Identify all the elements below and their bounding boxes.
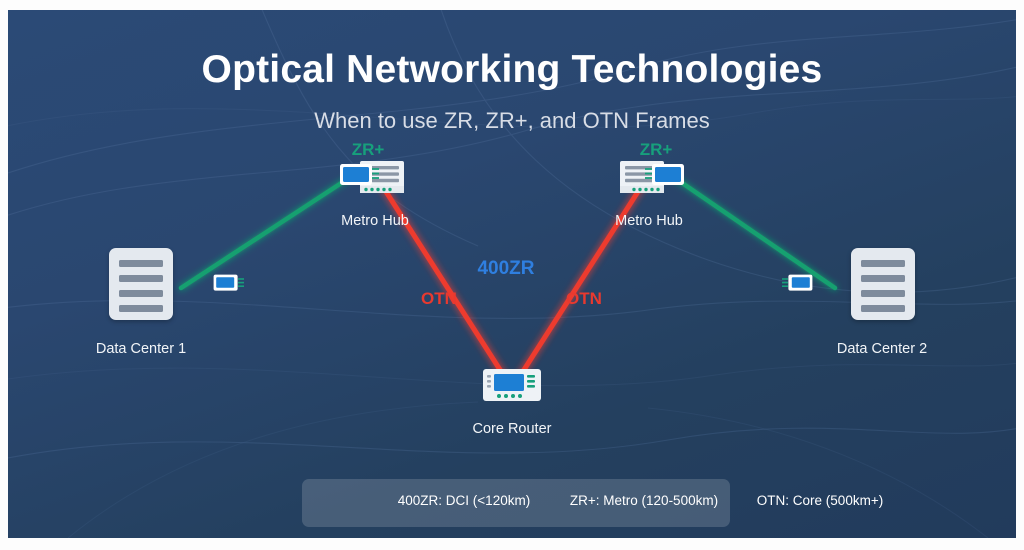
legend-item-otn: OTN: Core (500km+): [756, 493, 884, 508]
page-title: Optical Networking Technologies: [201, 48, 823, 91]
dc-line: [861, 260, 905, 267]
metro-hub-left-label: Metro Hub: [341, 213, 409, 229]
legend-panel: [302, 479, 730, 527]
page-subtitle: When to use ZR, ZR+, and OTN Frames: [314, 108, 710, 133]
link-core-metro-right: [517, 173, 651, 379]
transceiver-icon-left: [213, 274, 244, 291]
data-center-2-label: Data Center 2: [836, 341, 928, 357]
legend-item-zr-plus: ZR+: Metro (120-500km): [569, 493, 719, 508]
link-metro-right-dc2: [669, 173, 838, 291]
link-dc1-metro-left: [178, 173, 355, 291]
dc-line: [861, 275, 905, 282]
dc-line: [119, 275, 163, 282]
metro-hub-left-icon: [340, 161, 404, 193]
metro-hub-right-icon: [620, 161, 684, 193]
dc-line: [861, 305, 905, 312]
dc-line: [861, 290, 905, 297]
data-center-1-label: Data Center 1: [95, 341, 187, 357]
core-router-label: Core Router: [472, 421, 552, 437]
data-center-1-icon: [109, 248, 173, 320]
legend-item-400zr: 400ZR: DCI (<120km): [397, 493, 531, 508]
link-metro-left-core: [373, 173, 507, 379]
metro-hub-right-label: Metro Hub: [615, 213, 683, 229]
core-router-icon: [483, 369, 541, 401]
dc-line: [119, 290, 163, 297]
background-curves: [8, 10, 1016, 538]
tech-label-otn-right: OTN: [566, 289, 602, 308]
dc-line: [119, 305, 163, 312]
data-center-2-icon: [851, 248, 915, 320]
tech-label-otn-left: OTN: [421, 289, 457, 308]
dc-line: [119, 260, 163, 267]
transceiver-icon-right: [782, 274, 813, 291]
diagram-canvas: Optical Networking Technologies When to …: [8, 10, 1016, 538]
tech-label-zr-plus-left: ZR+: [351, 140, 385, 159]
tech-label-zr-plus-right: ZR+: [639, 140, 673, 159]
tech-label-400zr: 400ZR: [477, 258, 535, 279]
network-links: [178, 173, 838, 379]
